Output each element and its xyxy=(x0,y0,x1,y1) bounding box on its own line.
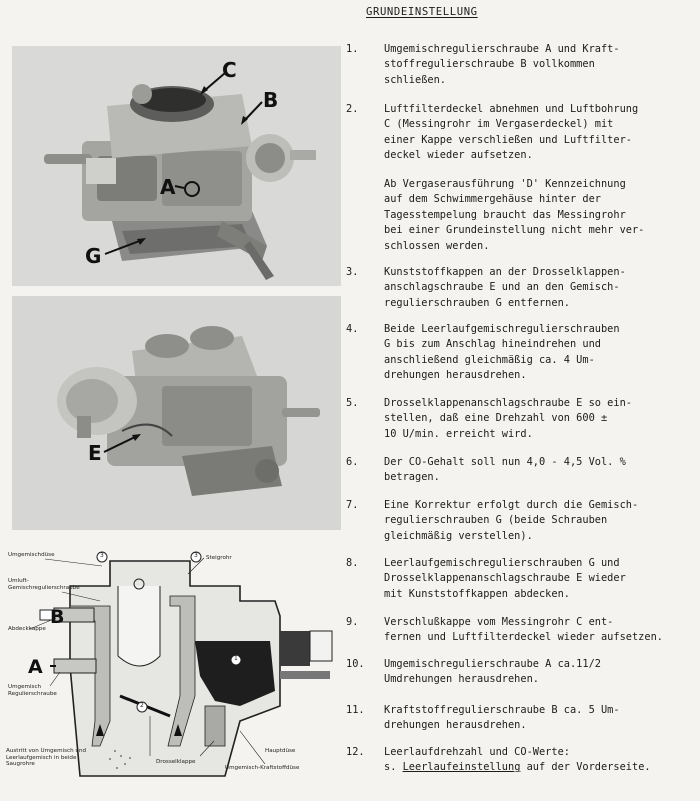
step-text: Kunststoffkappen an der Drosselklappen- … xyxy=(384,266,626,309)
step-text: Der CO-Gehalt soll nun 4,0 - 4,5 Vol. % … xyxy=(384,456,626,484)
step-number: 10. xyxy=(346,658,365,670)
step-6: 6. Der CO-Gehalt soll nun 4,0 - 4,5 Vol.… xyxy=(346,455,698,486)
label-austritt: Austritt von Umgemisch und Leerlaufgemis… xyxy=(6,748,87,768)
step-12-suffix: auf der Vorderseite. xyxy=(520,761,651,774)
step-number: 8. xyxy=(346,557,359,569)
circled-number-3a: 3 xyxy=(100,552,104,559)
carburetor-photo-side: E xyxy=(12,296,341,530)
step-8: 8. Leerlaufgemischregulierschrauben G un… xyxy=(346,556,698,602)
circled-number-2: 2 xyxy=(140,702,144,709)
carburetor-illustration-2 xyxy=(12,296,341,530)
step-number: 12. xyxy=(346,746,365,758)
callout-g: G xyxy=(85,244,102,268)
carburetor-photo-top: C B A G xyxy=(12,46,341,286)
step-number: 5. xyxy=(346,397,359,409)
step-text: Kraftstoffregulierschraube B ca. 5 Um- d… xyxy=(384,704,620,732)
carburetor-cross-section-diagram: Umgemischdüse Umluft- Gemischreguliersch… xyxy=(0,546,345,796)
step-text: Verschlußkappe vom Messingrohr C ent- fe… xyxy=(384,616,663,644)
label-steigrohr: Steigrohr xyxy=(206,555,232,561)
carburetor-illustration-1 xyxy=(12,46,341,286)
label-abdeckkappe: Abdeckkappe xyxy=(8,626,46,632)
step-text: Leerlaufdrehzahl und CO-Werte: s. Leerlau… xyxy=(384,745,698,776)
circled-number-1: 1 xyxy=(234,655,238,662)
label-umgemisch-regulierschraube: Umgemisch Regulierschraube xyxy=(8,684,57,697)
label-drosselklappe: Drosselklappe xyxy=(156,759,196,765)
cross-section-drawing xyxy=(29,551,333,777)
step-number: 9. xyxy=(346,616,359,628)
step-text: Beide Leerlaufgemischregulierschrauben G… xyxy=(384,323,620,382)
step-text: Umgemischregulierschraube A und Kraft- s… xyxy=(384,43,620,86)
step-number: 2. xyxy=(346,103,359,115)
callout-b: B xyxy=(263,88,279,112)
step-number: 4. xyxy=(346,323,359,335)
leerlaufeinstellung-reference: Leerlaufeinstellung xyxy=(402,761,521,774)
step-4: 4. Beide Leerlaufgemischregulierschraube… xyxy=(346,322,698,384)
step-number: 7. xyxy=(346,499,359,511)
label-umgemisch-kraftstoffduese: Umgemisch-Kraftstoffdüse xyxy=(225,765,300,771)
diagram-letter-a: A xyxy=(28,656,43,678)
step-text: Luftfilterdeckel abnehmen und Luftbohrun… xyxy=(384,103,639,162)
step-7: 7. Eine Korrektur erfolgt durch die Gemi… xyxy=(346,498,698,544)
step-1: 1. Umgemischregulierschraube A und Kraft… xyxy=(346,42,698,88)
step-12-line-1: Leerlaufdrehzahl und CO-Werte: xyxy=(384,746,570,758)
step-3: 3. Kunststoffkappen an der Drosselklappe… xyxy=(346,265,698,311)
note-vergaserausfuehrung-d: Ab Vergaserausführung 'D' Kennzeichnung … xyxy=(384,178,645,252)
step-text: Leerlaufgemischregulierschrauben G und D… xyxy=(384,557,626,600)
step-10: 10. Umgemischregulierschraube A ca.11/2 … xyxy=(346,657,698,688)
step-number: 11. xyxy=(346,704,365,716)
page-heading: GRUNDEINSTELLUNG xyxy=(366,6,478,18)
step-number: 3. xyxy=(346,266,359,278)
label-umluft-gemischregulierschraube: Umluft- Gemischregulierschraube xyxy=(8,578,80,591)
step-text: Drosselklappenanschlagschraube E so ein-… xyxy=(384,397,632,440)
callout-a: A xyxy=(160,175,176,199)
step-12: 12. Leerlaufdrehzahl und CO-Werte: s. Lee… xyxy=(346,745,698,776)
step-text: Eine Korrektur erfolgt durch die Gemisch… xyxy=(384,499,639,542)
step-number: 1. xyxy=(346,43,359,55)
callout-c: C xyxy=(222,58,237,82)
label-umgemischduese: Umgemischdüse xyxy=(8,552,55,558)
label-hauptduese: Hauptdüse xyxy=(265,748,296,754)
step-number: 6. xyxy=(346,456,359,468)
step-text: Umgemischregulierschraube A ca.11/2 Umdr… xyxy=(384,658,601,686)
callout-e: E xyxy=(88,441,102,465)
step-12-prefix: s. xyxy=(384,761,403,774)
diagram-letter-b: B xyxy=(50,606,65,628)
step-9: 9. Verschlußkappe vom Messingrohr C ent-… xyxy=(346,615,698,646)
step-11: 11. Kraftstoffregulierschraube B ca. 5 U… xyxy=(346,703,698,734)
step-5: 5. Drosselklappenanschlagschraube E so e… xyxy=(346,396,698,442)
step-2: 2. Luftfilterdeckel abnehmen und Luftboh… xyxy=(346,102,698,164)
circled-number-3b: 3 xyxy=(194,552,198,559)
